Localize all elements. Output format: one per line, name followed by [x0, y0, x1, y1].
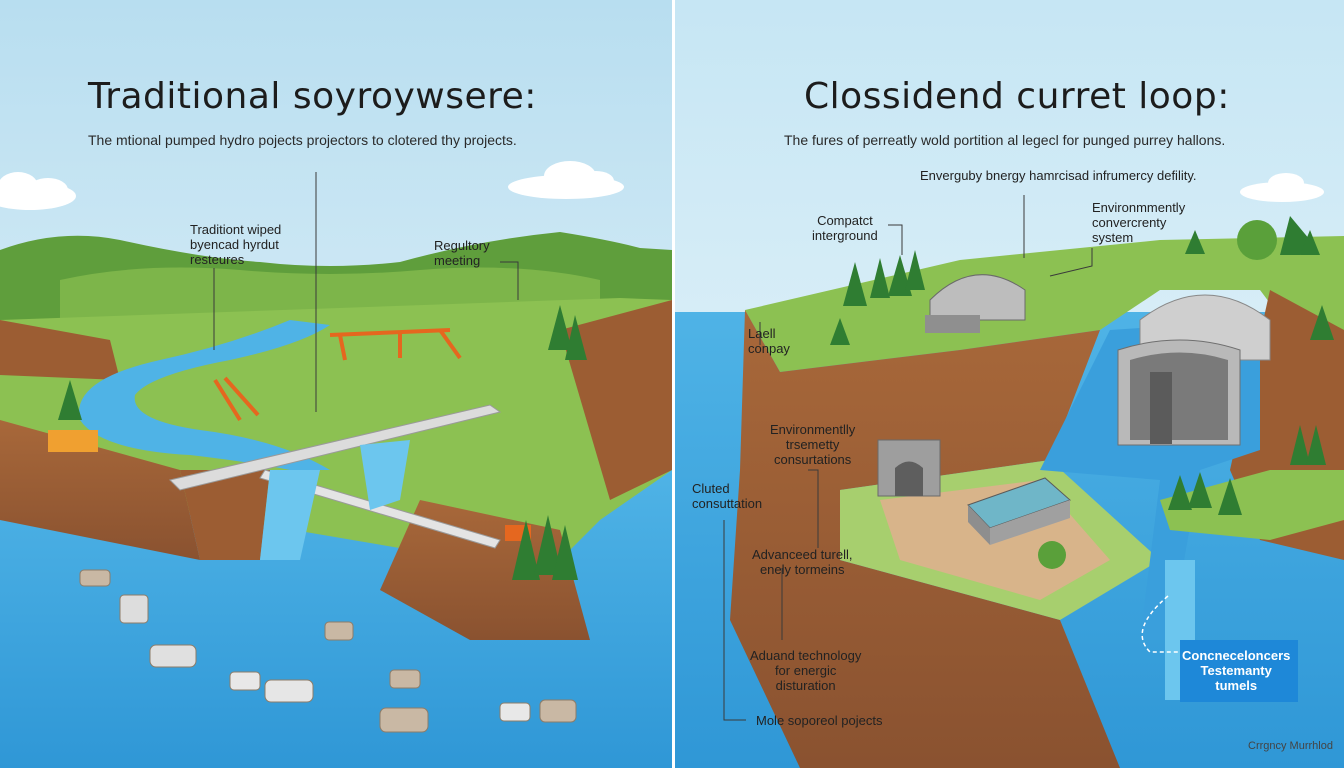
right-solar-building: [967, 477, 1071, 545]
label-env-system: Environmmently convercrenty system: [1092, 200, 1186, 245]
right-title: Clossidend curret loop:: [804, 76, 1230, 117]
label-traditional: Traditiont wiped byencad hyrdut resteure…: [190, 222, 282, 267]
panel-divider: [672, 0, 675, 768]
right-dome-building: [925, 274, 1026, 333]
right-panel-scene: [675, 0, 1344, 768]
left-title: Traditional soyroywsere:: [88, 76, 537, 117]
right-tunnels-box: [1180, 640, 1298, 702]
cloud-left-1: [0, 172, 76, 210]
left-spillway-1: [260, 470, 320, 560]
left-rocks: [79, 569, 577, 733]
label-regulatory: Regultory meeting: [434, 238, 490, 268]
credit-text: Crrgncy Murrhlod: [1248, 740, 1333, 752]
left-dam-bridge: [169, 404, 502, 491]
right-trees: [830, 216, 1334, 515]
right-leader-lines: [723, 195, 1093, 721]
left-cliff: [0, 420, 200, 560]
right-plateau-top: [745, 236, 1344, 372]
right-flow-arrow: [1141, 595, 1200, 653]
left-panel-scene: [0, 0, 672, 768]
left-truck: [48, 430, 98, 452]
right-tunnel-portal: [1117, 294, 1271, 446]
cloud-left-2: [508, 161, 624, 199]
label-env-consult: Environmentlly trsemetty consurtations: [770, 422, 856, 467]
label-aduand: Aduand technology for energic disturatio…: [750, 648, 862, 693]
left-spillway-2: [360, 440, 410, 510]
label-tunnels: Concneceloncers Testemanty tumels: [1182, 648, 1291, 693]
right-round-trees: [1038, 220, 1277, 569]
left-crane-2: [213, 376, 260, 422]
right-subtitle: The fures of perreatly wold portition al…: [784, 132, 1226, 148]
right-small-ledge: [1160, 470, 1344, 540]
label-cluted: Cluted consuttation: [692, 481, 763, 511]
left-crane-1: [329, 328, 462, 361]
left-river: [79, 320, 330, 470]
label-compact: Compatct interground: [812, 213, 878, 243]
right-cliff-main: [730, 310, 1120, 768]
cloud-right-1: [1240, 173, 1324, 202]
label-mole: Mole soporeol pojects: [756, 713, 883, 728]
label-advanced: Advanceed turell, enely tormeins: [752, 547, 853, 577]
left-leader-lines: [213, 172, 519, 412]
left-subtitle: The mtional pumped hydro pojects project…: [88, 132, 517, 148]
right-portal-building: [877, 439, 941, 497]
label-lael: Laell conpay: [748, 326, 790, 356]
left-trees: [58, 305, 587, 580]
label-energy: Enverguby bnergy hamrcisad infrumercy de…: [920, 168, 1197, 183]
